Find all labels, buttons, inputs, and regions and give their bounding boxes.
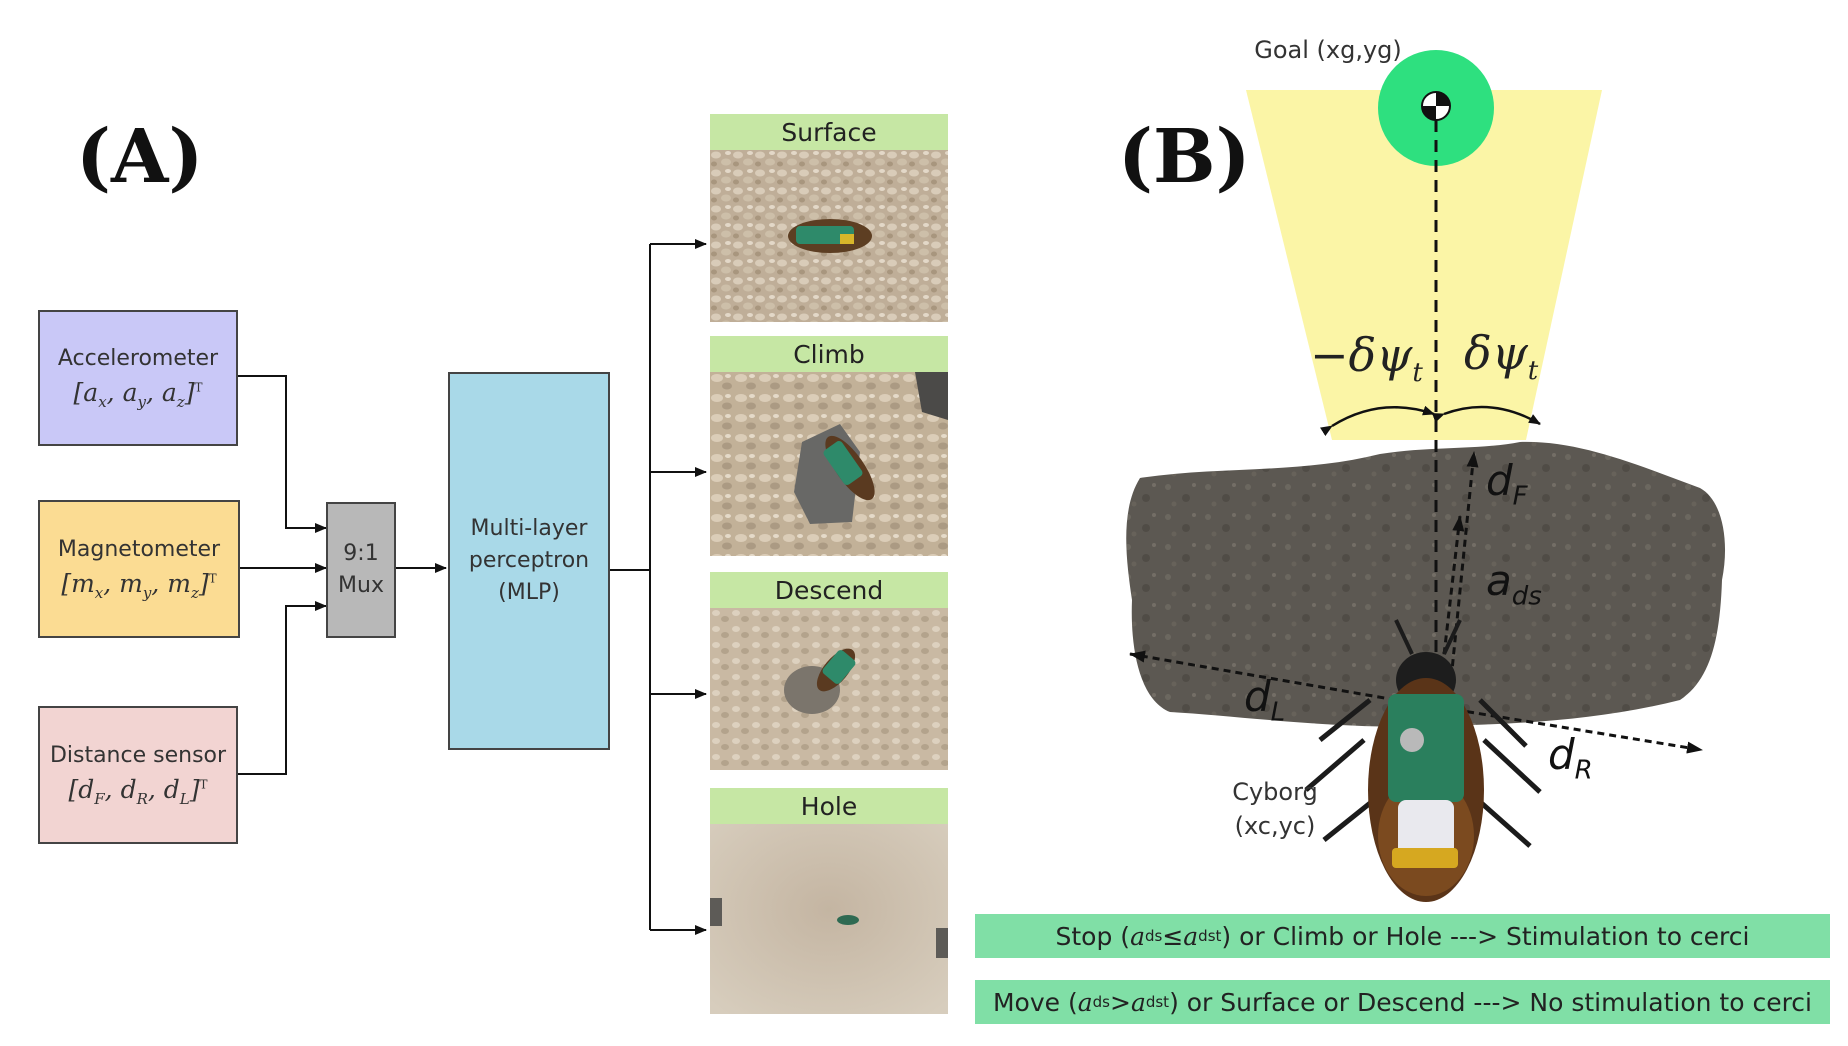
neg-angle-label: −δψt (1310, 328, 1423, 389)
cyborg-icon (1304, 619, 1542, 902)
pos-angle-arc (1431, 405, 1541, 426)
class-descend-photo (710, 608, 948, 770)
distance-sensor-box: Distance sensor [dF, dR, dL]T (38, 706, 238, 844)
accelerometer-label: Accelerometer (57, 345, 219, 371)
right-distance-label: dR (1548, 730, 1593, 786)
accelerometer-box: Accelerometer [ax, ay, az]T (38, 310, 238, 446)
class-descend-header: Descend (710, 572, 948, 608)
mux-label-ratio: 9:1 (343, 541, 379, 567)
left-distance-arrow (1129, 650, 1397, 702)
mux-box: 9:1 Mux (326, 502, 396, 638)
front-distance-arrow (1448, 451, 1479, 691)
mlp-label-1: Multi-layer (470, 516, 588, 542)
class-surface-photo (710, 150, 948, 322)
accelerometer-vector: [ax, ay, az]T (73, 377, 203, 411)
class-hole-header: Hole (710, 788, 948, 824)
goal-label: Goal (xg,yg) (1254, 36, 1402, 64)
left-distance-label: dL (1244, 672, 1286, 728)
class-climb-header: Climb (710, 336, 948, 372)
magnetometer-vector: [mx, my, mz]T (61, 568, 217, 602)
class-climb-photo (710, 372, 948, 556)
mlp-label-2: perceptron (468, 548, 590, 574)
neg-angle-arc (1320, 405, 1435, 437)
distance-sensor-vector: [dF, dR, dL]T (68, 774, 208, 808)
vision-cone (1246, 90, 1602, 440)
ads-label: ads (1486, 556, 1542, 612)
accelerometer-arrow (238, 375, 327, 533)
mlp-box: Multi-layer perceptron (MLP) (448, 372, 610, 750)
magnetometer-box: Magnetometer [mx, my, mz]T (38, 500, 240, 638)
front-distance-label: dF (1486, 456, 1528, 512)
distance-arrow (238, 601, 327, 775)
panel-a-connectors (238, 239, 707, 935)
mlp-label-3: (MLP) (498, 579, 560, 605)
mux-label-name: Mux (338, 573, 384, 598)
magnetometer-label: Magnetometer (57, 536, 221, 562)
panel-b-scene (1126, 50, 1726, 902)
panel-b-label: (B) (1118, 114, 1251, 200)
rock (1126, 441, 1726, 727)
distance-sensor-label: Distance sensor (49, 742, 227, 768)
panel-a-label: (A) (76, 114, 204, 200)
class-hole-photo (710, 824, 948, 1014)
cyborg-label: Cyborg (xc,yc) (1232, 778, 1318, 840)
pos-angle-label: δψt (1464, 326, 1539, 387)
class-surface-header: Surface (710, 114, 948, 150)
